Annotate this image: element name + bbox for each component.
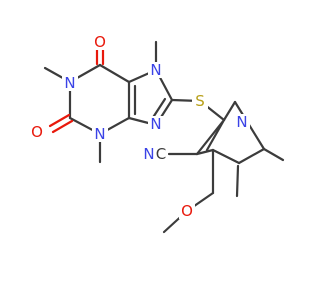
bond-c5-c4pyr bbox=[211, 148, 241, 165]
pyridine-ring-detail bbox=[205, 118, 240, 198]
bond-c3-c2pyr bbox=[195, 118, 226, 156]
sulfur-atom: S bbox=[195, 92, 205, 110]
bond-c8-n9-double bbox=[150, 97, 167, 121]
oxygen-ether: O bbox=[181, 202, 193, 220]
oxygen-top: O bbox=[94, 33, 106, 51]
nitrogen-n1: N bbox=[64, 74, 75, 92]
nitrogen-n9: N bbox=[150, 115, 161, 133]
bond-c2-o bbox=[48, 113, 71, 128]
nitrogen-pyridine: N bbox=[236, 113, 247, 131]
nitrile-nitrogen: N bbox=[143, 145, 154, 163]
molecule-diagram: O O N N N N S N N C O bbox=[31, 33, 285, 234]
oxygen-left: O bbox=[31, 123, 43, 141]
bond-c4-c3pyr bbox=[195, 148, 215, 156]
bond-c5-c6 bbox=[98, 63, 131, 84]
nitrile-carbon: C bbox=[156, 145, 166, 163]
bond-c2-n-pyr bbox=[222, 100, 237, 122]
atom-labels: O O N N N N S N N C O bbox=[31, 33, 248, 220]
bond-c6-c5pyr bbox=[237, 147, 266, 165]
bond-pyr-methyl bbox=[262, 147, 285, 162]
nitrogen-n3: N bbox=[94, 125, 105, 143]
nitrogen-n7: N bbox=[150, 61, 161, 79]
bond-c2-o-double bbox=[51, 119, 74, 134]
